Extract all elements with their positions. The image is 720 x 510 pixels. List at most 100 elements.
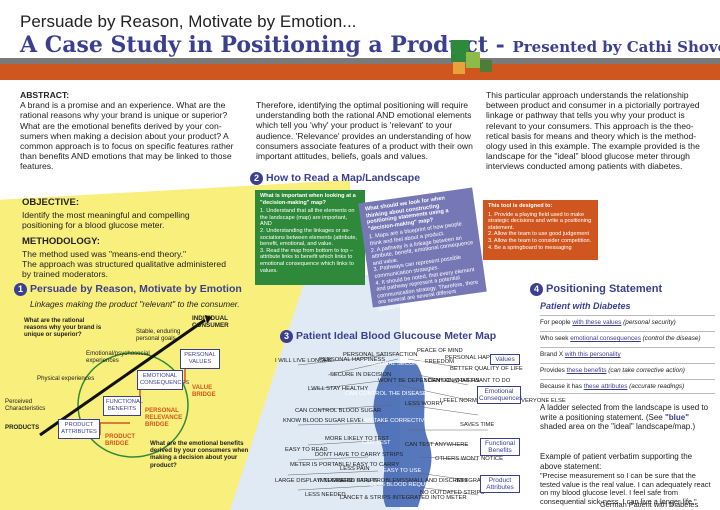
map-label: SECURE IN DECISION xyxy=(330,372,392,378)
orange-item: 3. Allow the team to consider competitio… xyxy=(488,237,592,244)
positioning-row: Provides these benefits (can take correc… xyxy=(540,363,715,374)
green-box-heading: What is important when looking at a "dec… xyxy=(260,193,356,206)
map-label: I WILL STAY HEALTHY xyxy=(308,386,369,392)
map-label: PERSONAL HAPPINESS xyxy=(319,357,386,363)
section4-title: Positioning Statement xyxy=(546,283,663,295)
patient-quote: "Precise measurement so I can be sure th… xyxy=(540,471,711,506)
emotional-consequences-map-box: Emotional Consequences xyxy=(477,386,523,404)
methodology-text2: The approach was structured qualitative … xyxy=(22,259,226,279)
map-label: I WILL LIVE LONGER xyxy=(275,358,332,364)
stable-goals: Stable, enduring personal goals xyxy=(136,328,181,342)
map-label: BETTER QUALITY OF LIFE xyxy=(450,366,523,372)
map-label: WON'T BE DEPENDENT ON OTHERS xyxy=(378,378,480,384)
map-label: PEACE OF MIND xyxy=(417,348,463,354)
section1-title: Persuade by Reason, Motivate by Emotion xyxy=(30,283,242,295)
decor-square xyxy=(466,52,480,68)
row-pre: Because it has xyxy=(540,383,584,390)
positioning-row: Who seek emotional consequences (control… xyxy=(540,331,715,342)
map-label: CAN CONTROL THE DISEASE xyxy=(345,391,427,397)
map-label: CAN TEST ANYWHERE xyxy=(405,442,469,448)
product-bridge-label: PRODUCT BRIDGE xyxy=(105,433,136,447)
row-key: emotional consequences xyxy=(570,335,641,342)
map-label: LESS PAIN xyxy=(340,466,370,472)
map-label: I CAN DO WHAT I WANT TO DO xyxy=(425,378,511,384)
map-label: EASY TO USE xyxy=(383,468,422,474)
decor-square xyxy=(451,40,469,62)
map-label: SAVES TIME xyxy=(460,422,495,428)
map-label: OTHERS WON'T NOTICE xyxy=(435,456,503,462)
meter-map xyxy=(287,354,488,507)
section2-title: How to Read a Map/Landscape xyxy=(266,172,421,184)
map-label: LESS PAIN/ PROBLEMS xyxy=(340,478,405,484)
map-label: METER IS PORTABLE/ EASY TO CARRY xyxy=(290,462,400,468)
arrow-head xyxy=(205,315,212,324)
map-label: DON'T HAVE TO CARRY STRIPS xyxy=(315,452,404,458)
row-pre: Brand X xyxy=(540,351,565,358)
row-pre: For people xyxy=(540,319,573,326)
methodology-heading: METHODOLOGY: xyxy=(22,236,100,247)
map-label: SMALL AND DISCREET xyxy=(405,478,469,484)
ladder-text: A ladder selected from the landscape is … xyxy=(540,403,715,432)
section2-number: 2 xyxy=(250,172,263,185)
personal-values-box: PERSONAL VALUES xyxy=(180,349,220,369)
decor-square xyxy=(453,62,465,74)
purple-box: What should we look for when thinking ab… xyxy=(358,187,487,313)
ladder-post: shaded area on the "ideal" landscape/map… xyxy=(540,422,696,432)
orange-stripe xyxy=(0,64,720,80)
abstract-text1: A brand is a promise and an experience. … xyxy=(20,100,234,172)
emotional-consequences-box: EMOTIONAL CONSEQUENCES xyxy=(137,370,189,390)
example-heading: Example of patient verbatim supporting t… xyxy=(540,452,693,471)
q2-text: What are the emotional benefits derived … xyxy=(150,440,249,469)
objective-text: Identify the most meaningful and compell… xyxy=(22,210,190,230)
orange-item: 1. Provide a playing field used to make … xyxy=(488,211,592,231)
abstract-heading: ABSTRACT: xyxy=(20,90,70,100)
emotional-psychosocial: Emotional/psychosocial experiences xyxy=(86,350,150,364)
product-attributes-map-box: Product Attributes xyxy=(480,475,520,493)
abstract-col1: ABSTRACT: A brand is a promise and an ex… xyxy=(20,90,245,172)
personal-relevance-bridge-label: PERSONAL RELEVANCE BRIDGE xyxy=(145,407,183,428)
map-label: LARGE DISPLAY/ NUMBERS xyxy=(275,478,353,484)
map-label: PERSONAL HAPPINESS xyxy=(445,355,512,361)
map-label: CAN TAKE CORRECTIVE ACTION xyxy=(360,418,452,424)
objective-heading: OBJECTIVE: xyxy=(22,197,80,208)
map-label: PERSONAL SECURITY xyxy=(364,361,427,367)
presented-by: Presented by Cathi Shover xyxy=(512,38,720,56)
map-label: KNOW BLOOD SUGAR LEVEL xyxy=(283,418,365,424)
positioning-row: Brand X with this personality xyxy=(540,347,715,358)
diagonal-arrow xyxy=(39,318,206,437)
ladder-blue: "blue" xyxy=(664,412,689,422)
q1-text: What are the rational reasons why your b… xyxy=(24,317,102,339)
green-ellipse xyxy=(77,352,189,458)
map-label: LESS NEEDED xyxy=(305,492,346,498)
row-pre: Provides xyxy=(540,367,567,374)
row-post: (accurate readings) xyxy=(627,383,685,390)
row-pre: Who seek xyxy=(540,335,571,342)
decor-square xyxy=(480,60,492,72)
green-item: 2. Understanding the linkages or as-soci… xyxy=(260,227,358,248)
green-item: 1. Understand that all the elements on t… xyxy=(260,208,355,228)
functional-benefits-box: FUNCTIONAL BENEFITS xyxy=(103,396,143,416)
map-label: CAN CONTROL BLOOD SUGAR xyxy=(295,408,382,414)
methodology-text1: The method used was "means-end theory." xyxy=(22,249,187,259)
abstract-text2: Therefore, identifying the optimal posit… xyxy=(256,100,473,162)
functional-benefits-map-box: Functional Benefits xyxy=(480,438,520,456)
row-key: these attributes xyxy=(583,383,628,390)
grey-stripe xyxy=(0,58,720,64)
orange-item: 2. Allow the team to use good judgement xyxy=(488,231,590,238)
map-label: FREEDOM xyxy=(425,359,454,365)
individual-consumer: INDIVIDUAL CONSUMER xyxy=(192,315,229,329)
product-attributes-box: PRODUCT ATTRIBUTES xyxy=(58,419,100,439)
map-label: INTEGRATED STRIPS xyxy=(318,478,378,484)
value-bridge-label: VALUE BRIDGE xyxy=(192,384,216,398)
section1-number: 1 xyxy=(14,283,27,296)
section4-subtitle: Patient with Diabetes xyxy=(540,301,631,311)
map-label: CAN TEST xyxy=(362,440,391,446)
products-label: PRODUCTS xyxy=(5,424,40,431)
orange-box: This tool is designed to: 1. Provide a p… xyxy=(483,200,598,260)
green-box: What is important when looking at a "dec… xyxy=(255,190,365,285)
ladder-pre: A ladder selected from the landscape is … xyxy=(540,403,709,422)
positioning-row: Because it has these attributes (accurat… xyxy=(540,379,715,394)
map-label: NO OUTDATED STRIPS xyxy=(420,490,485,496)
section3-number: 3 xyxy=(280,330,293,343)
abstract-text3: This particular approach understands the… xyxy=(486,90,700,172)
